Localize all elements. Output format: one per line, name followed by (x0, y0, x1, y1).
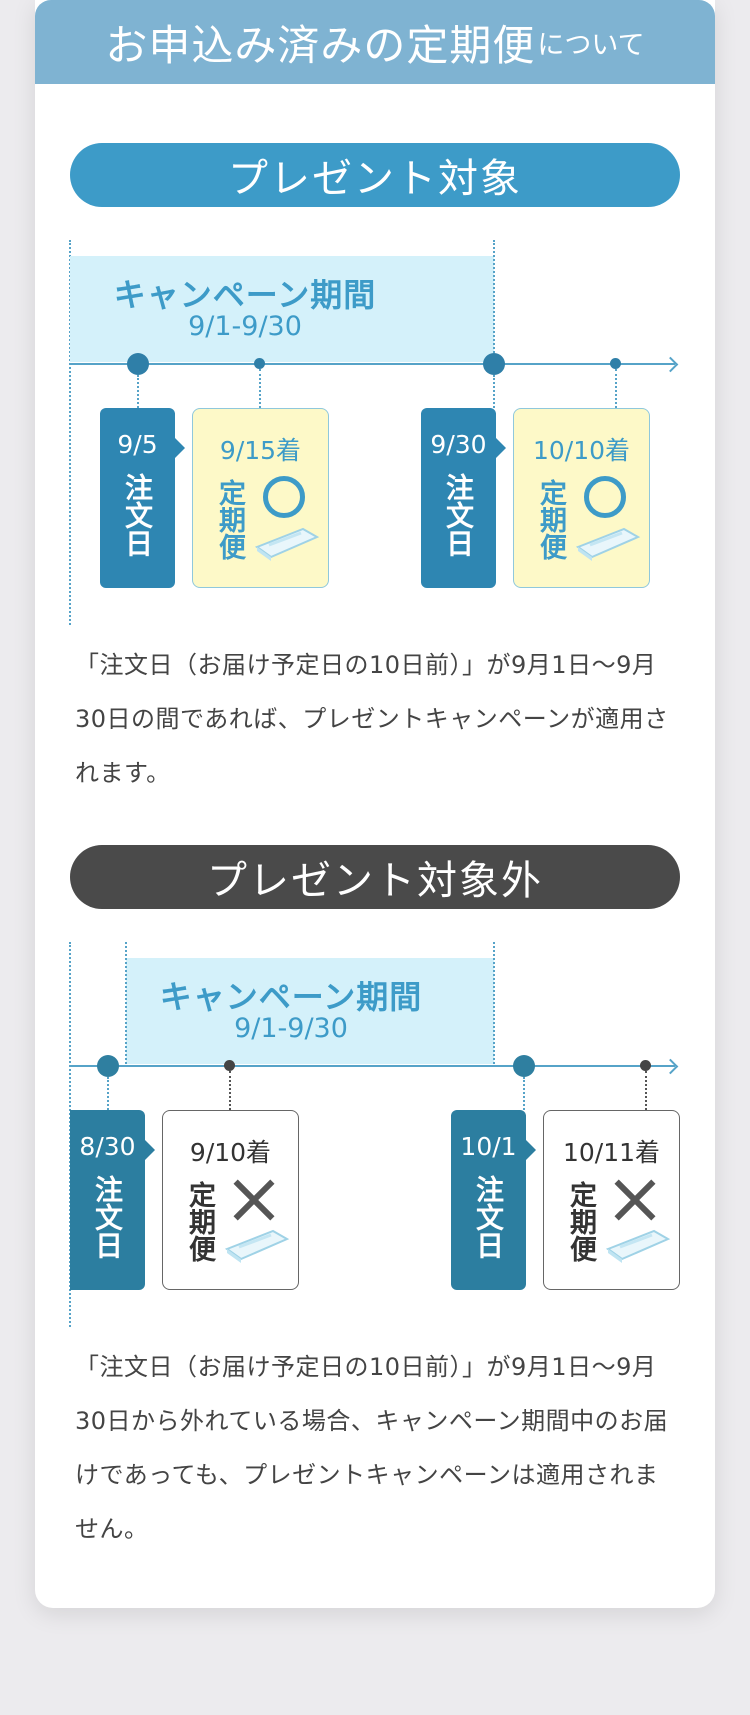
delivery-box: 9/10着 定期便 (162, 1110, 299, 1290)
delivery-dot (224, 1060, 235, 1071)
delivery-date: 10/10着 (532, 436, 631, 465)
order-dot (513, 1055, 535, 1077)
delivery-box: 10/11着 定期便 (543, 1110, 680, 1290)
order-connector (493, 375, 495, 408)
order-dot (97, 1055, 119, 1077)
order-date: 10/1 (460, 1132, 517, 1161)
timeline-arrow-icon (662, 356, 679, 373)
order-date-label: 注文日 (121, 473, 154, 557)
delivery-label: 定期便 (565, 1180, 596, 1262)
pointer-icon (496, 438, 506, 458)
delivery-box: 9/15着 定期便 (192, 408, 329, 588)
ineligible-pill: プレゼント対象外 (70, 845, 680, 909)
order-dot (127, 353, 149, 375)
campaign-period-title: キャンペーン期間 (159, 978, 423, 1016)
delivery-dot (254, 358, 265, 369)
circle-mark-icon (263, 476, 305, 518)
timeline-axis (70, 363, 675, 365)
header-title: お申込み済みの定期便 (105, 20, 536, 70)
delivery-date: 9/15着 (219, 436, 302, 465)
timeline-start-line (69, 240, 71, 625)
campaign-period-title: キャンペーン期間 (113, 276, 377, 314)
order-date-label: 注文日 (472, 1175, 505, 1259)
delivery-date: 10/11着 (562, 1138, 661, 1167)
campaign-period-band (70, 256, 494, 362)
pointer-icon (175, 438, 185, 458)
campaign-period-dates: 9/1-9/30 (188, 311, 302, 342)
circle-mark-icon (584, 476, 626, 518)
order-date-box: 8/30 注文日 (70, 1110, 145, 1290)
delivery-dot (640, 1060, 651, 1071)
section-header: お申込み済みの定期便 について (35, 0, 715, 84)
order-date: 8/30 (79, 1132, 136, 1161)
order-date: 9/5 (117, 430, 158, 459)
timeline-arrow-icon (662, 1058, 679, 1075)
campaign-period-band (126, 958, 494, 1064)
delivery-date: 9/10着 (189, 1138, 272, 1167)
delivery-connector (645, 1071, 647, 1110)
package-icon (605, 1229, 671, 1263)
cross-mark-icon (231, 1179, 275, 1223)
package-icon (224, 1229, 290, 1263)
package-icon (254, 527, 320, 561)
order-date: 9/30 (430, 430, 487, 459)
order-dot (483, 353, 505, 375)
delivery-label: 定期便 (214, 478, 245, 560)
pointer-icon (526, 1140, 536, 1160)
eligible-pill: プレゼント対象 (70, 143, 680, 207)
delivery-dot (610, 358, 621, 369)
delivery-label: 定期便 (535, 478, 566, 560)
order-connector (137, 375, 139, 408)
pointer-icon (145, 1140, 155, 1160)
eligible-note: 「注文日（お届け予定日の10日前）」が9月1日〜9月30日の間であれば、プレゼン… (75, 651, 669, 787)
order-date-label: 注文日 (91, 1175, 124, 1259)
campaign-period-dates: 9/1-9/30 (234, 1013, 348, 1044)
delivery-label: 定期便 (184, 1180, 215, 1262)
delivery-connector (229, 1071, 231, 1110)
order-date-box: 9/30 注文日 (421, 408, 496, 588)
order-date-box: 10/1 注文日 (451, 1110, 526, 1290)
ineligible-note: 「注文日（お届け予定日の10日前）」が9月1日〜9月30日から外れている場合、キ… (75, 1353, 669, 1543)
order-connector (523, 1077, 525, 1110)
campaign-info-card: お申込み済みの定期便 について プレゼント対象 キャンペーン期間 9/1-9/3… (35, 0, 715, 1608)
timeline-axis (70, 1065, 675, 1067)
period-start-line (125, 942, 127, 1064)
package-icon (575, 527, 641, 561)
cross-mark-icon (612, 1179, 656, 1223)
header-title-suffix: について (537, 29, 645, 61)
period-end-line (493, 240, 495, 380)
delivery-connector (259, 369, 261, 408)
period-end-line (493, 942, 495, 1064)
order-connector (107, 1077, 109, 1110)
order-date-label: 注文日 (442, 473, 475, 557)
delivery-box: 10/10着 定期便 (513, 408, 650, 588)
delivery-connector (615, 369, 617, 408)
order-date-box: 9/5 注文日 (100, 408, 175, 588)
